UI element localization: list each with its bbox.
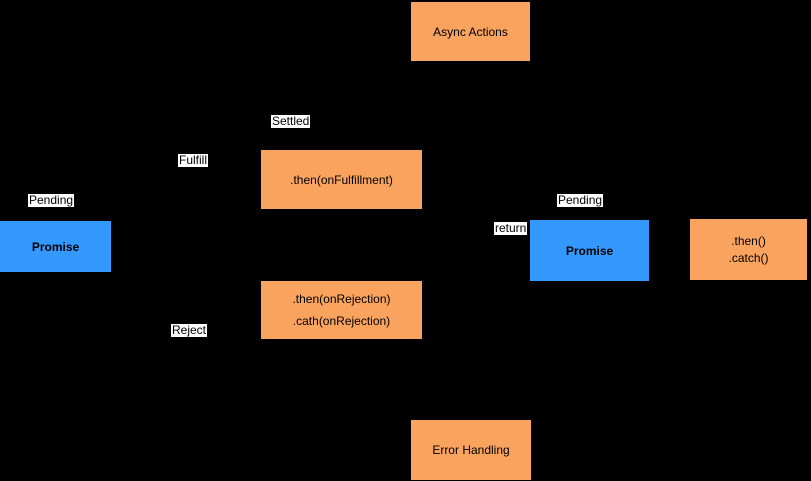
node-label-line1: .then(onRejection) bbox=[292, 292, 391, 306]
node-label: Promise bbox=[565, 243, 614, 258]
pending-left-label: Pending bbox=[28, 193, 75, 207]
pending-right-label: Pending bbox=[557, 193, 604, 207]
node-label: Async Actions bbox=[433, 24, 508, 39]
node-label: .then(onFulfillment) bbox=[290, 172, 393, 187]
then-onrejection-node: .then(onRejection) .cath(onRejection) bbox=[261, 281, 422, 339]
node-label-line1: .then() bbox=[731, 233, 766, 248]
async-actions-node: Async Actions bbox=[411, 2, 530, 61]
node-label: Promise bbox=[31, 239, 80, 254]
fulfill-label: Fulfill bbox=[178, 153, 209, 167]
promise-left-node: Promise bbox=[0, 221, 111, 272]
node-label-line2: .catch() bbox=[728, 250, 769, 265]
promise-right-node: Promise bbox=[530, 220, 649, 281]
return-label: return bbox=[494, 221, 528, 235]
reject-label: Reject bbox=[171, 323, 208, 337]
node-label-line2: .cath(onRejection) bbox=[292, 314, 391, 328]
settled-label: Settled bbox=[271, 114, 311, 128]
then-catch-node: .then() .catch() bbox=[690, 219, 807, 280]
error-handling-node: Error Handling bbox=[411, 420, 531, 480]
then-onfulfillment-node: .then(onFulfillment) bbox=[261, 150, 422, 209]
node-label: Error Handling bbox=[432, 443, 510, 457]
